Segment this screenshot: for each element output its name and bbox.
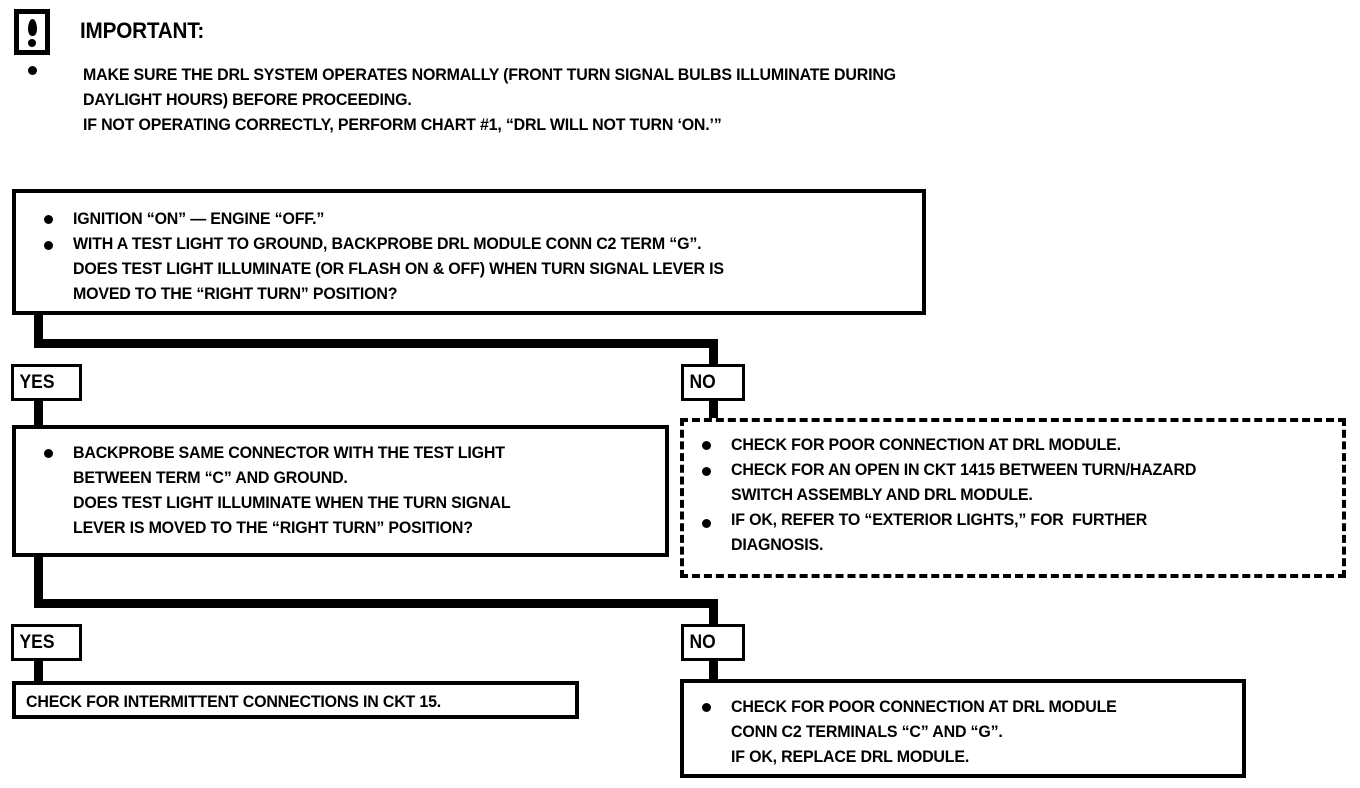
important-heading: IMPORTANT: — [80, 18, 205, 43]
bullet-icon — [702, 467, 711, 476]
no-branch-1-text: CHECK FOR POOR CONNECTION AT DRL MODULE.… — [731, 432, 1226, 557]
connector-step2-down — [34, 555, 43, 608]
no-branch-1-line-4: IF OK, REFER TO “EXTERIOR LIGHTS,” FOR F… — [731, 510, 1148, 529]
no-branch-1-line-5: DIAGNOSIS. — [731, 535, 824, 554]
step-2-text: BACKPROBE SAME CONNECTOR WITH THE TEST L… — [73, 440, 538, 540]
bullet-icon — [44, 241, 53, 250]
no-branch-2-line-2: CONN C2 TERMINALS “C” AND “G”. — [731, 722, 1003, 741]
bullet-icon — [44, 449, 53, 458]
step-1-text: IGNITION “ON” — ENGINE “OFF.” WITH A TES… — [73, 206, 765, 306]
connector-row1-no-down — [709, 339, 718, 365]
no-branch-2-text: CHECK FOR POOR CONNECTION AT DRL MODULE … — [731, 694, 1141, 769]
header-note-line-1: MAKE SURE THE DRL SYSTEM OPERATES NORMAL… — [83, 65, 896, 84]
header-note-line-3: IF NOT OPERATING CORRECTLY, PERFORM CHAR… — [83, 115, 722, 134]
no-branch-2-line-3: IF OK, REPLACE DRL MODULE. — [731, 747, 970, 766]
branch-label-no-1-text: NO — [689, 371, 716, 393]
step-1-question-box: IGNITION “ON” — ENGINE “OFF.” WITH A TES… — [12, 189, 926, 315]
header-note-line-2: DAYLIGHT HOURS) BEFORE PROCEEDING. — [83, 90, 412, 109]
connector-yes1-to-step2 — [34, 398, 43, 426]
exclamation-dot — [28, 39, 36, 47]
header-note: MAKE SURE THE DRL SYSTEM OPERATES NORMAL… — [83, 62, 948, 137]
connector-row1-horizontal — [34, 339, 718, 348]
no-branch-1-line-2: CHECK FOR AN OPEN IN CKT 1415 BETWEEN TU… — [731, 460, 1197, 479]
connector-row2-horizontal — [34, 599, 718, 608]
bullet-icon — [44, 215, 53, 224]
step-1-line-3: DOES TEST LIGHT ILLUMINATE (OR FLASH ON … — [73, 259, 724, 278]
bullet-icon — [702, 441, 711, 450]
no-branch-1-action-box: CHECK FOR POOR CONNECTION AT DRL MODULE.… — [680, 418, 1346, 578]
connector-step1-down — [34, 315, 43, 348]
step-2-line-1: BACKPROBE SAME CONNECTOR WITH THE TEST L… — [73, 443, 505, 462]
step-1-line-4: MOVED TO THE “RIGHT TURN” POSITION? — [73, 284, 398, 303]
branch-label-yes-1-text: YES — [19, 371, 55, 393]
step-2-line-4: LEVER IS MOVED TO THE “RIGHT TURN” POSIT… — [73, 518, 473, 537]
branch-label-yes-2: YES — [11, 624, 82, 661]
yes-result-action-box: CHECK FOR INTERMITTENT CONNECTIONS IN CK… — [12, 681, 579, 719]
yes-result-text: CHECK FOR INTERMITTENT CONNECTIONS IN CK… — [26, 689, 468, 714]
yes-result-line-1: CHECK FOR INTERMITTENT CONNECTIONS IN CK… — [26, 692, 442, 711]
bullet-icon — [702, 519, 711, 528]
connector-row2-no-down — [709, 599, 718, 625]
connector-yes2-to-result — [34, 658, 43, 682]
header-bullet-icon — [28, 66, 37, 75]
step-2-line-3: DOES TEST LIGHT ILLUMINATE WHEN THE TURN… — [73, 493, 511, 512]
important-warning-icon — [14, 9, 50, 55]
no-branch-2-action-box: CHECK FOR POOR CONNECTION AT DRL MODULE … — [680, 679, 1246, 778]
connector-no1-to-box — [709, 398, 718, 420]
branch-label-no-1: NO — [681, 364, 745, 401]
bullet-icon — [702, 703, 711, 712]
exclamation-stem — [27, 19, 37, 36]
no-branch-1-line-3: SWITCH ASSEMBLY AND DRL MODULE. — [731, 485, 1033, 504]
step-1-line-2: WITH A TEST LIGHT TO GROUND, BACKPROBE D… — [73, 234, 702, 253]
no-branch-1-line-1: CHECK FOR POOR CONNECTION AT DRL MODULE. — [731, 435, 1121, 454]
no-branch-2-line-1: CHECK FOR POOR CONNECTION AT DRL MODULE — [731, 697, 1117, 716]
branch-label-yes-1: YES — [11, 364, 82, 401]
branch-label-no-2: NO — [681, 624, 745, 661]
branch-label-yes-2-text: YES — [19, 631, 55, 653]
step-2-line-2: BETWEEN TERM “C” AND GROUND. — [73, 468, 348, 487]
step-2-question-box: BACKPROBE SAME CONNECTOR WITH THE TEST L… — [12, 425, 669, 557]
branch-label-no-2-text: NO — [689, 631, 716, 653]
connector-no2-to-result — [709, 658, 718, 680]
step-1-line-1: IGNITION “ON” — ENGINE “OFF.” — [73, 209, 325, 228]
